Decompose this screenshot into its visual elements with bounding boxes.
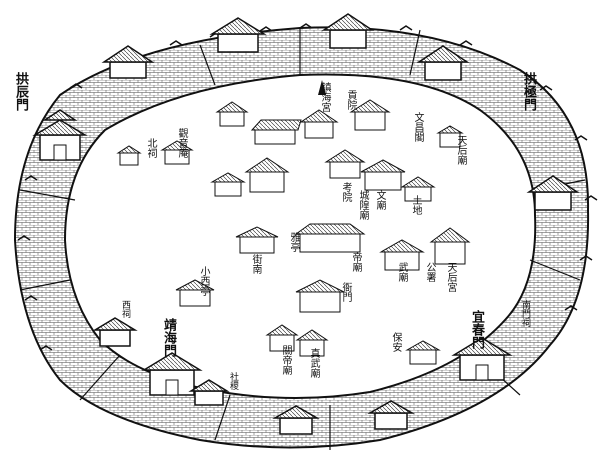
building [244, 157, 290, 193]
gate-tower-southeast [451, 337, 513, 381]
building [295, 279, 345, 313]
label-wenmiao: 文廟 [374, 190, 385, 210]
temple-spire [318, 80, 326, 95]
label-jie-nan: 街南 [250, 254, 261, 274]
gate-tower-lower-left [188, 379, 230, 406]
building [235, 226, 279, 254]
label-gate-yichun: 宜春門 [469, 310, 484, 349]
label-bei-ci: 北祠 [145, 138, 156, 158]
label-tiandi-miao: 天后廟 [455, 135, 466, 165]
label-guanyin-an: 觀音庵 [176, 128, 187, 158]
building [405, 340, 441, 365]
label-zhenhai-gong: 鎮海宮 [319, 82, 330, 112]
label-gate-gonchen: 拱辰門 [13, 72, 28, 111]
label-yamen: 衙門 [340, 282, 351, 302]
label-chenghuang: 城隍廟 [357, 190, 368, 220]
label-kaoyuan: 考院 [340, 182, 351, 202]
gate-tower-southwest [92, 317, 138, 347]
label-xi-ci: 西祠 [120, 300, 130, 318]
label-wenchang-ge: 文昌閣 [412, 112, 423, 142]
label-guandi-miao: 關帝廟 [280, 345, 291, 375]
label-bao-an: 保安 [390, 332, 401, 352]
building [436, 125, 464, 148]
label-zhenwu-miao: 真武廟 [308, 348, 319, 378]
gate-towers [32, 13, 580, 435]
label-nanmen-ci: 南門祠 [520, 300, 530, 327]
building [160, 140, 194, 165]
building [299, 109, 339, 139]
label-tudi: 土地 [410, 195, 421, 215]
interior-buildings [116, 99, 471, 365]
label-wumiao: 武廟 [396, 262, 407, 282]
building [400, 176, 436, 202]
gate-tower-south-center [367, 400, 415, 430]
building [210, 172, 246, 197]
building [294, 223, 366, 253]
label-dishui-miao: 帝廟 [350, 252, 361, 272]
building [429, 227, 471, 265]
building [175, 279, 215, 307]
gate-tower-east [526, 175, 580, 211]
label-xiaoxi-ting: 小西亭 [198, 266, 209, 296]
label-gong-shu: 公署 [424, 262, 435, 282]
building [250, 119, 302, 145]
gate-tower-north-east [321, 13, 375, 49]
gate-tower-west [101, 45, 155, 79]
label-gongyuan: 貢院 [345, 90, 356, 110]
gate-tower-northeast [416, 45, 470, 81]
building [349, 99, 391, 131]
building [215, 101, 249, 127]
building [116, 145, 142, 166]
label-gate-jinghai: 靖海門 [161, 318, 176, 357]
gate-tower-north [209, 17, 267, 53]
gate-tower-northwest [32, 109, 88, 161]
building [360, 159, 406, 191]
building [379, 239, 425, 271]
building [295, 329, 329, 357]
gate-tower-south [141, 352, 203, 396]
building [324, 149, 366, 179]
label-shexiang: 社稷 [228, 372, 238, 390]
label-tianhou-gong: 天后宮 [445, 262, 456, 292]
building [265, 324, 299, 352]
gate-tower-south-west2 [272, 405, 320, 435]
label-ya-ting: 雅亭 [288, 232, 299, 252]
label-gate-gongji: 拱極門 [521, 72, 536, 111]
